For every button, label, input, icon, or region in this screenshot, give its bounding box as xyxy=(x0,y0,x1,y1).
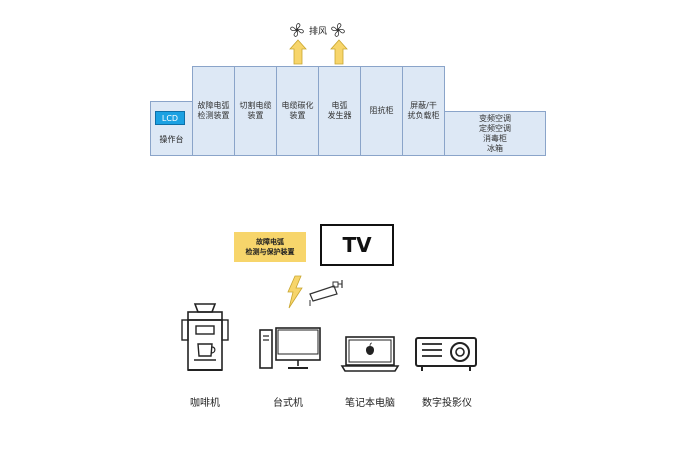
up-arrow-icon xyxy=(330,39,348,65)
cabinet-shield-load: 屏蔽/干 扰负载柜 xyxy=(402,66,445,156)
cabinet-label: 电弧 发生器 xyxy=(327,101,352,120)
lightning-icon xyxy=(287,275,303,309)
tv-box: TV xyxy=(320,224,394,266)
console-label: 操作台 xyxy=(159,135,184,144)
up-arrow-icon xyxy=(289,39,307,65)
cabinet-cable-carbonization: 电缆碳化 装置 xyxy=(276,66,319,156)
cabinet-arc-detection: 故障电弧 检测装置 xyxy=(192,66,235,156)
console-cabinet xyxy=(150,101,193,156)
cabinet-label: 变频空调 定频空调 消毒柜 冰箱 xyxy=(479,113,511,153)
security-camera-icon xyxy=(309,280,343,306)
appliance-label: 台式机 xyxy=(273,398,303,409)
cabinet-label: 切割电缆 装置 xyxy=(239,101,272,120)
arc-protection-device-box: 故障电弧 检测与保护装置 xyxy=(234,232,306,262)
fan-icon xyxy=(290,23,304,37)
cabinet-arc-generator: 电弧 发生器 xyxy=(318,66,361,156)
lightning-camera-group xyxy=(287,275,343,309)
cabinet-label: 阻抗柜 xyxy=(369,106,394,115)
cabinet-label: 电缆碳化 装置 xyxy=(281,101,314,120)
appliance-label: 咖啡机 xyxy=(190,398,220,409)
coffee-machine-icon xyxy=(181,303,229,371)
appliance-label: 数字投影仪 xyxy=(422,398,472,409)
cabinet-label: 故障电弧 检测装置 xyxy=(197,101,230,120)
laptop-icon xyxy=(340,336,400,372)
projector-icon xyxy=(415,337,477,371)
fan-icon xyxy=(331,23,345,37)
cabinet-appliances: 变频空调 定频空调 消毒柜 冰箱 xyxy=(444,111,546,156)
desktop-computer-icon xyxy=(259,327,321,369)
appliance-label: 笔记本电脑 xyxy=(345,398,395,409)
exhaust-group xyxy=(289,23,348,65)
cabinet-cable-cutting: 切割电缆 装置 xyxy=(234,66,277,156)
cabinet-impedance: 阻抗柜 xyxy=(360,66,403,156)
cabinet-label: 屏蔽/干 扰负载柜 xyxy=(407,101,440,120)
exhaust-label: 排风 xyxy=(309,27,328,37)
lcd-screen: LCD xyxy=(155,111,185,125)
